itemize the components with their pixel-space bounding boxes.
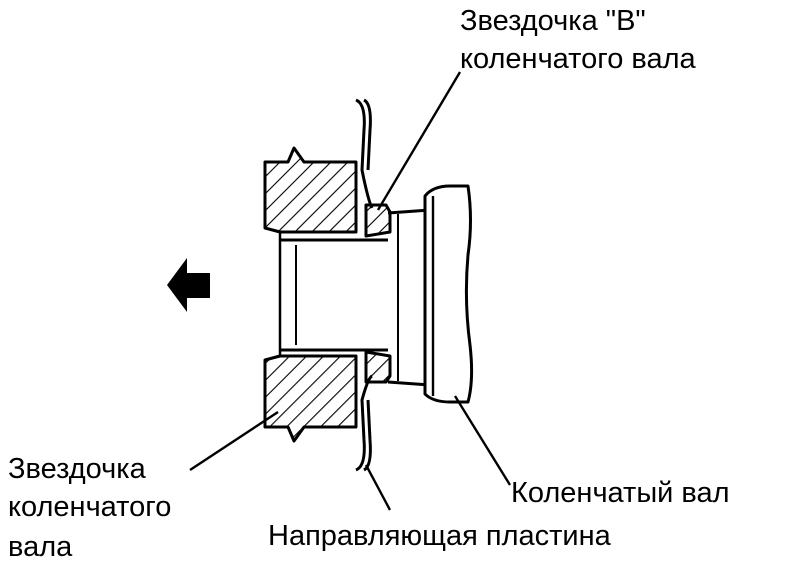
leader-lines <box>189 71 512 511</box>
leader-guide-plate <box>364 464 392 511</box>
label-guide-plate: Направляющая пластина <box>268 520 612 552</box>
crankshaft-sprocket <box>263 146 388 443</box>
leader-sprocket-b <box>376 71 462 211</box>
guide-plate <box>355 98 374 472</box>
arrow-left-icon <box>167 258 210 312</box>
crankshaft <box>387 184 474 404</box>
leader-crankshaft <box>453 395 512 486</box>
label-crank-sprocket-line3: вала <box>8 531 73 563</box>
label-sprocket-b-line2: коленчатого вала <box>460 43 697 75</box>
leader-crank-sprocket <box>189 410 279 472</box>
label-crank-sprocket-line1: Звездочка <box>8 453 147 485</box>
label-crankshaft: Коленчатый вал <box>511 477 730 509</box>
label-crank-sprocket-line2: коленчатого <box>8 491 171 523</box>
crankshaft-sprocket-b <box>364 203 392 384</box>
label-sprocket-b-line1: Звездочка "B" <box>460 5 646 37</box>
labels: Звездочка "B" коленчатого вала Звездочка… <box>8 5 730 563</box>
